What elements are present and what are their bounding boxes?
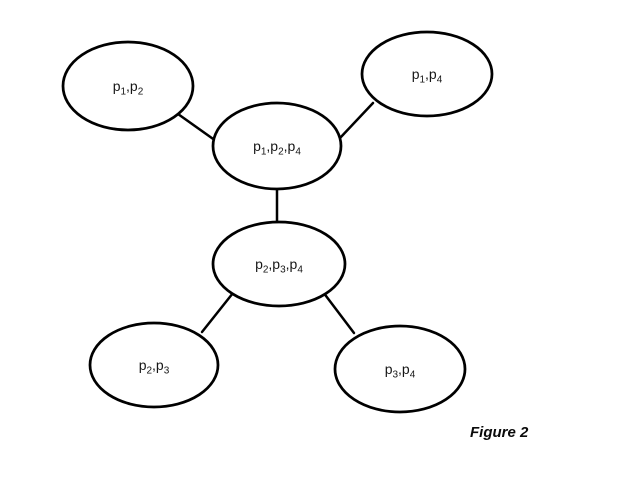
graph-edge-p2p3p4-p2p3 [200, 291, 235, 334]
graph-edge-p2p3p4-p3p4 [321, 290, 356, 335]
node-label: p3,p4 [385, 361, 416, 381]
graph-node-p1p2p4: p1,p2,p4 [211, 101, 343, 191]
figure-caption: Figure 2 [470, 424, 529, 441]
node-label: p1,p2,p4 [253, 138, 301, 158]
node-ellipse [88, 321, 220, 409]
graph-edge-p1p4-p1p2p4 [338, 101, 375, 140]
node-ellipse [360, 30, 494, 118]
node-label: p2,p3,p4 [255, 256, 303, 276]
node-ellipse [61, 40, 195, 132]
node-ellipse [211, 101, 343, 191]
graph-edge-p1p2-p1p2p4 [176, 112, 218, 143]
graph-node-p2p3: p2,p3 [88, 321, 220, 409]
graph-node-p2p3p4: p2,p3,p4 [211, 220, 347, 308]
graph-node-p3p4: p3,p4 [333, 324, 467, 414]
node-label: p2,p3 [139, 357, 170, 377]
graph-node-p1p4: p1,p4 [360, 30, 494, 118]
node-ellipse [211, 220, 347, 308]
node-label: p1,p2 [113, 78, 144, 98]
node-ellipse [333, 324, 467, 414]
graph-node-p1p2: p1,p2 [61, 40, 195, 132]
node-label: p1,p4 [412, 66, 443, 86]
